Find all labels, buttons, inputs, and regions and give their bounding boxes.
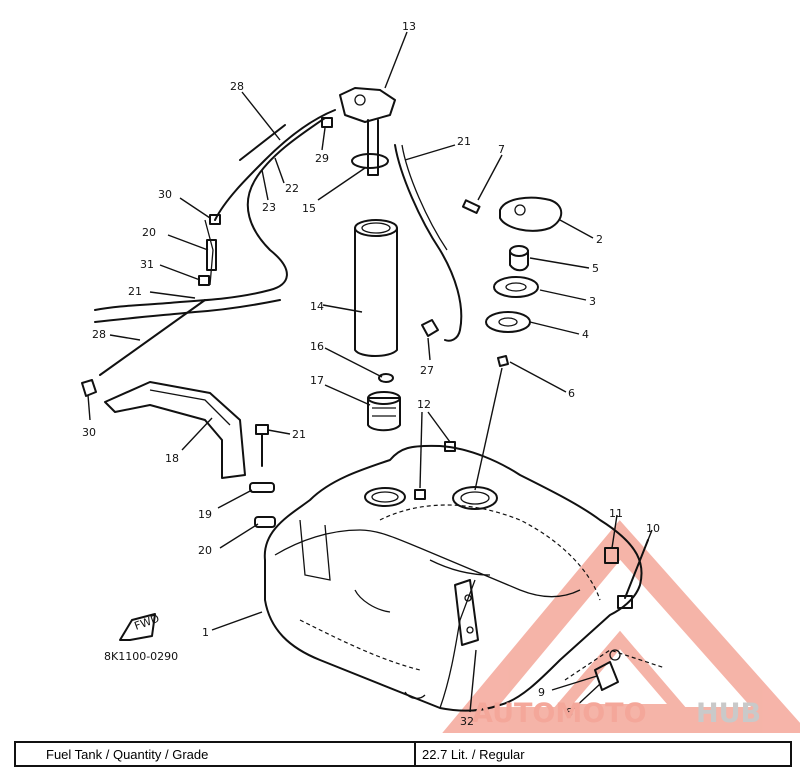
callout-12: 12 bbox=[417, 398, 431, 411]
damper bbox=[254, 516, 276, 528]
callout-28b: 28 bbox=[92, 328, 106, 341]
fuel-tank bbox=[263, 444, 643, 712]
callout-22: 22 bbox=[285, 182, 299, 195]
watermark-logo bbox=[442, 520, 800, 733]
callout-28a: 28 bbox=[230, 80, 244, 93]
callout-1: 1 bbox=[202, 626, 209, 639]
callout-27: 23 bbox=[262, 201, 276, 214]
svg-text:AUTOMOTO: AUTOMOTO bbox=[472, 698, 647, 729]
svg-text:FWD: FWD bbox=[133, 612, 162, 633]
callout-14: 14 bbox=[310, 300, 324, 313]
callout-23: 20 bbox=[142, 226, 156, 239]
callout-10: 10 bbox=[646, 522, 660, 535]
bracket bbox=[104, 381, 246, 479]
fuel-hoses bbox=[94, 109, 336, 376]
clip-31b bbox=[198, 275, 210, 286]
spec-table: Fuel Tank / Quantity / Grade 22.7 Lit. /… bbox=[14, 741, 792, 767]
callout-25: 21 bbox=[457, 135, 471, 148]
callout-31a: 30 bbox=[158, 188, 172, 201]
callout-31b: 31 bbox=[140, 258, 154, 271]
callout-30b: 30 bbox=[82, 426, 96, 439]
callout-labels: 13 28 22 23 29 15 21 7 2 5 3 4 6 30 20 3… bbox=[82, 20, 660, 728]
breather-hose bbox=[394, 144, 463, 342]
spec-value: 22.7 Lit. / Regular bbox=[422, 746, 525, 762]
joint-23 bbox=[206, 239, 217, 271]
clip bbox=[378, 373, 394, 383]
callout-2: 2 bbox=[596, 233, 603, 246]
callout-11: 11 bbox=[609, 507, 623, 520]
spec-label: Fuel Tank / Quantity / Grade bbox=[16, 743, 416, 765]
callout-17: 17 bbox=[310, 374, 324, 387]
cap-assembly bbox=[461, 196, 563, 491]
fuel-cock bbox=[339, 87, 396, 176]
callout-6: 6 bbox=[568, 387, 575, 400]
bolt bbox=[255, 424, 269, 467]
collar bbox=[249, 482, 275, 493]
callout-13: 13 bbox=[402, 20, 416, 33]
fitting-29 bbox=[421, 319, 439, 337]
clip-30a bbox=[321, 117, 333, 128]
callout-18: 18 bbox=[165, 452, 179, 465]
leader-lines bbox=[87, 31, 653, 713]
callout-4: 4 bbox=[582, 328, 589, 341]
callout-3: 3 bbox=[589, 295, 596, 308]
svg-text:HUB: HUB bbox=[696, 698, 761, 729]
callout-30a: 29 bbox=[315, 152, 329, 165]
callout-29: 27 bbox=[420, 364, 434, 377]
callout-24: 21 bbox=[128, 285, 142, 298]
strainer bbox=[354, 219, 398, 357]
callout-8: 8 bbox=[566, 706, 573, 719]
callout-32: 32 bbox=[460, 715, 474, 728]
sender-unit bbox=[564, 539, 666, 691]
watermark-text: AUTOMOTO HUB bbox=[472, 698, 761, 729]
callout-19: 19 bbox=[198, 508, 212, 521]
clip-31a bbox=[209, 214, 221, 225]
callout-15: 15 bbox=[302, 202, 316, 215]
callout-9: 9 bbox=[538, 686, 545, 699]
callout-20: 20 bbox=[198, 544, 212, 557]
clip-30b bbox=[81, 379, 97, 397]
callout-21: 21 bbox=[292, 428, 306, 441]
callout-7: 7 bbox=[498, 143, 505, 156]
o-ring bbox=[351, 153, 389, 169]
fuel-filter bbox=[367, 391, 401, 432]
callout-5: 5 bbox=[592, 262, 599, 275]
callout-16: 16 bbox=[310, 340, 324, 353]
nut-12a bbox=[414, 489, 426, 500]
drawing-code: 8K1100-0290 bbox=[104, 650, 178, 663]
fwd-arrow-icon: FWD bbox=[119, 612, 162, 641]
